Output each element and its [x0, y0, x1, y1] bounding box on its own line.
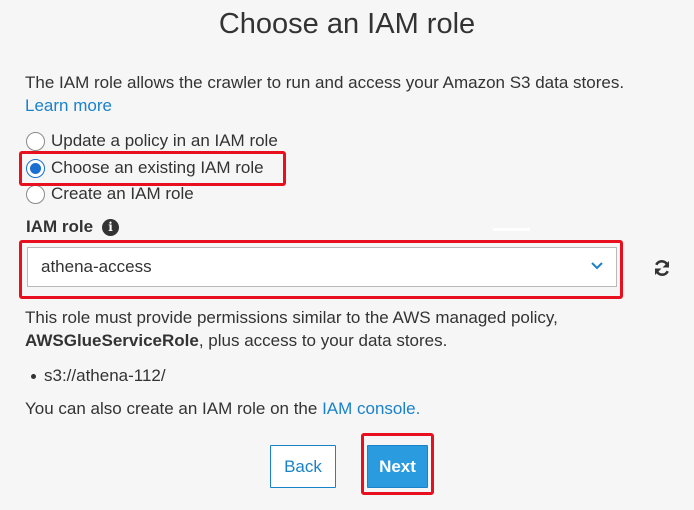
chevron-down-icon: [591, 262, 603, 270]
data-store-item: s3://athena-112/: [31, 366, 166, 386]
description-text: The IAM role allows the crawler to run a…: [25, 73, 625, 92]
help-text-before: This role must provide permissions simil…: [25, 308, 558, 327]
refresh-icon[interactable]: [652, 258, 672, 278]
iam-role-label: IAM role i: [26, 217, 120, 237]
console-hint: You can also create an IAM role on the I…: [25, 399, 420, 419]
permissions-help: This role must provide permissions simil…: [25, 306, 675, 352]
radio-choose-existing[interactable]: Choose an existing IAM role: [26, 157, 264, 179]
iam-role-select[interactable]: athena-access: [27, 247, 617, 287]
bullet-icon: [31, 373, 36, 379]
info-icon[interactable]: i: [102, 218, 120, 236]
help-text-after: , plus access to your data stores.: [198, 331, 448, 350]
data-store-path: s3://athena-112/: [44, 366, 166, 385]
highlight-box-radio: [19, 151, 286, 186]
divider: [493, 228, 530, 231]
iam-role-label-text: IAM role: [26, 217, 94, 236]
radio-label: Update a policy in an IAM role: [51, 131, 278, 150]
highlight-box-next: [361, 433, 434, 495]
dialog-title: Choose an IAM role: [218, 8, 476, 40]
iam-console-link[interactable]: IAM console.: [322, 399, 421, 418]
radio-label: Create an IAM role: [51, 184, 194, 203]
policy-name: AWSGlueServiceRole: [25, 331, 199, 350]
console-text: You can also create an IAM role on the: [25, 399, 318, 418]
radio-button-unchecked[interactable]: [26, 131, 45, 151]
next-button[interactable]: Next: [367, 445, 428, 488]
radio-button-unchecked[interactable]: [26, 184, 45, 204]
highlight-box-select: [19, 240, 623, 299]
radio-update-policy[interactable]: Update a policy in an IAM role: [26, 130, 278, 152]
radio-button-checked[interactable]: [26, 158, 45, 178]
radio-label: Choose an existing IAM role: [51, 158, 264, 177]
learn-more-link[interactable]: Learn more: [25, 96, 112, 115]
iam-role-selected-value: athena-access: [41, 257, 152, 276]
back-button[interactable]: Back: [270, 445, 336, 488]
role-description: The IAM role allows the crawler to run a…: [25, 71, 675, 117]
radio-create-role[interactable]: Create an IAM role: [26, 183, 194, 205]
